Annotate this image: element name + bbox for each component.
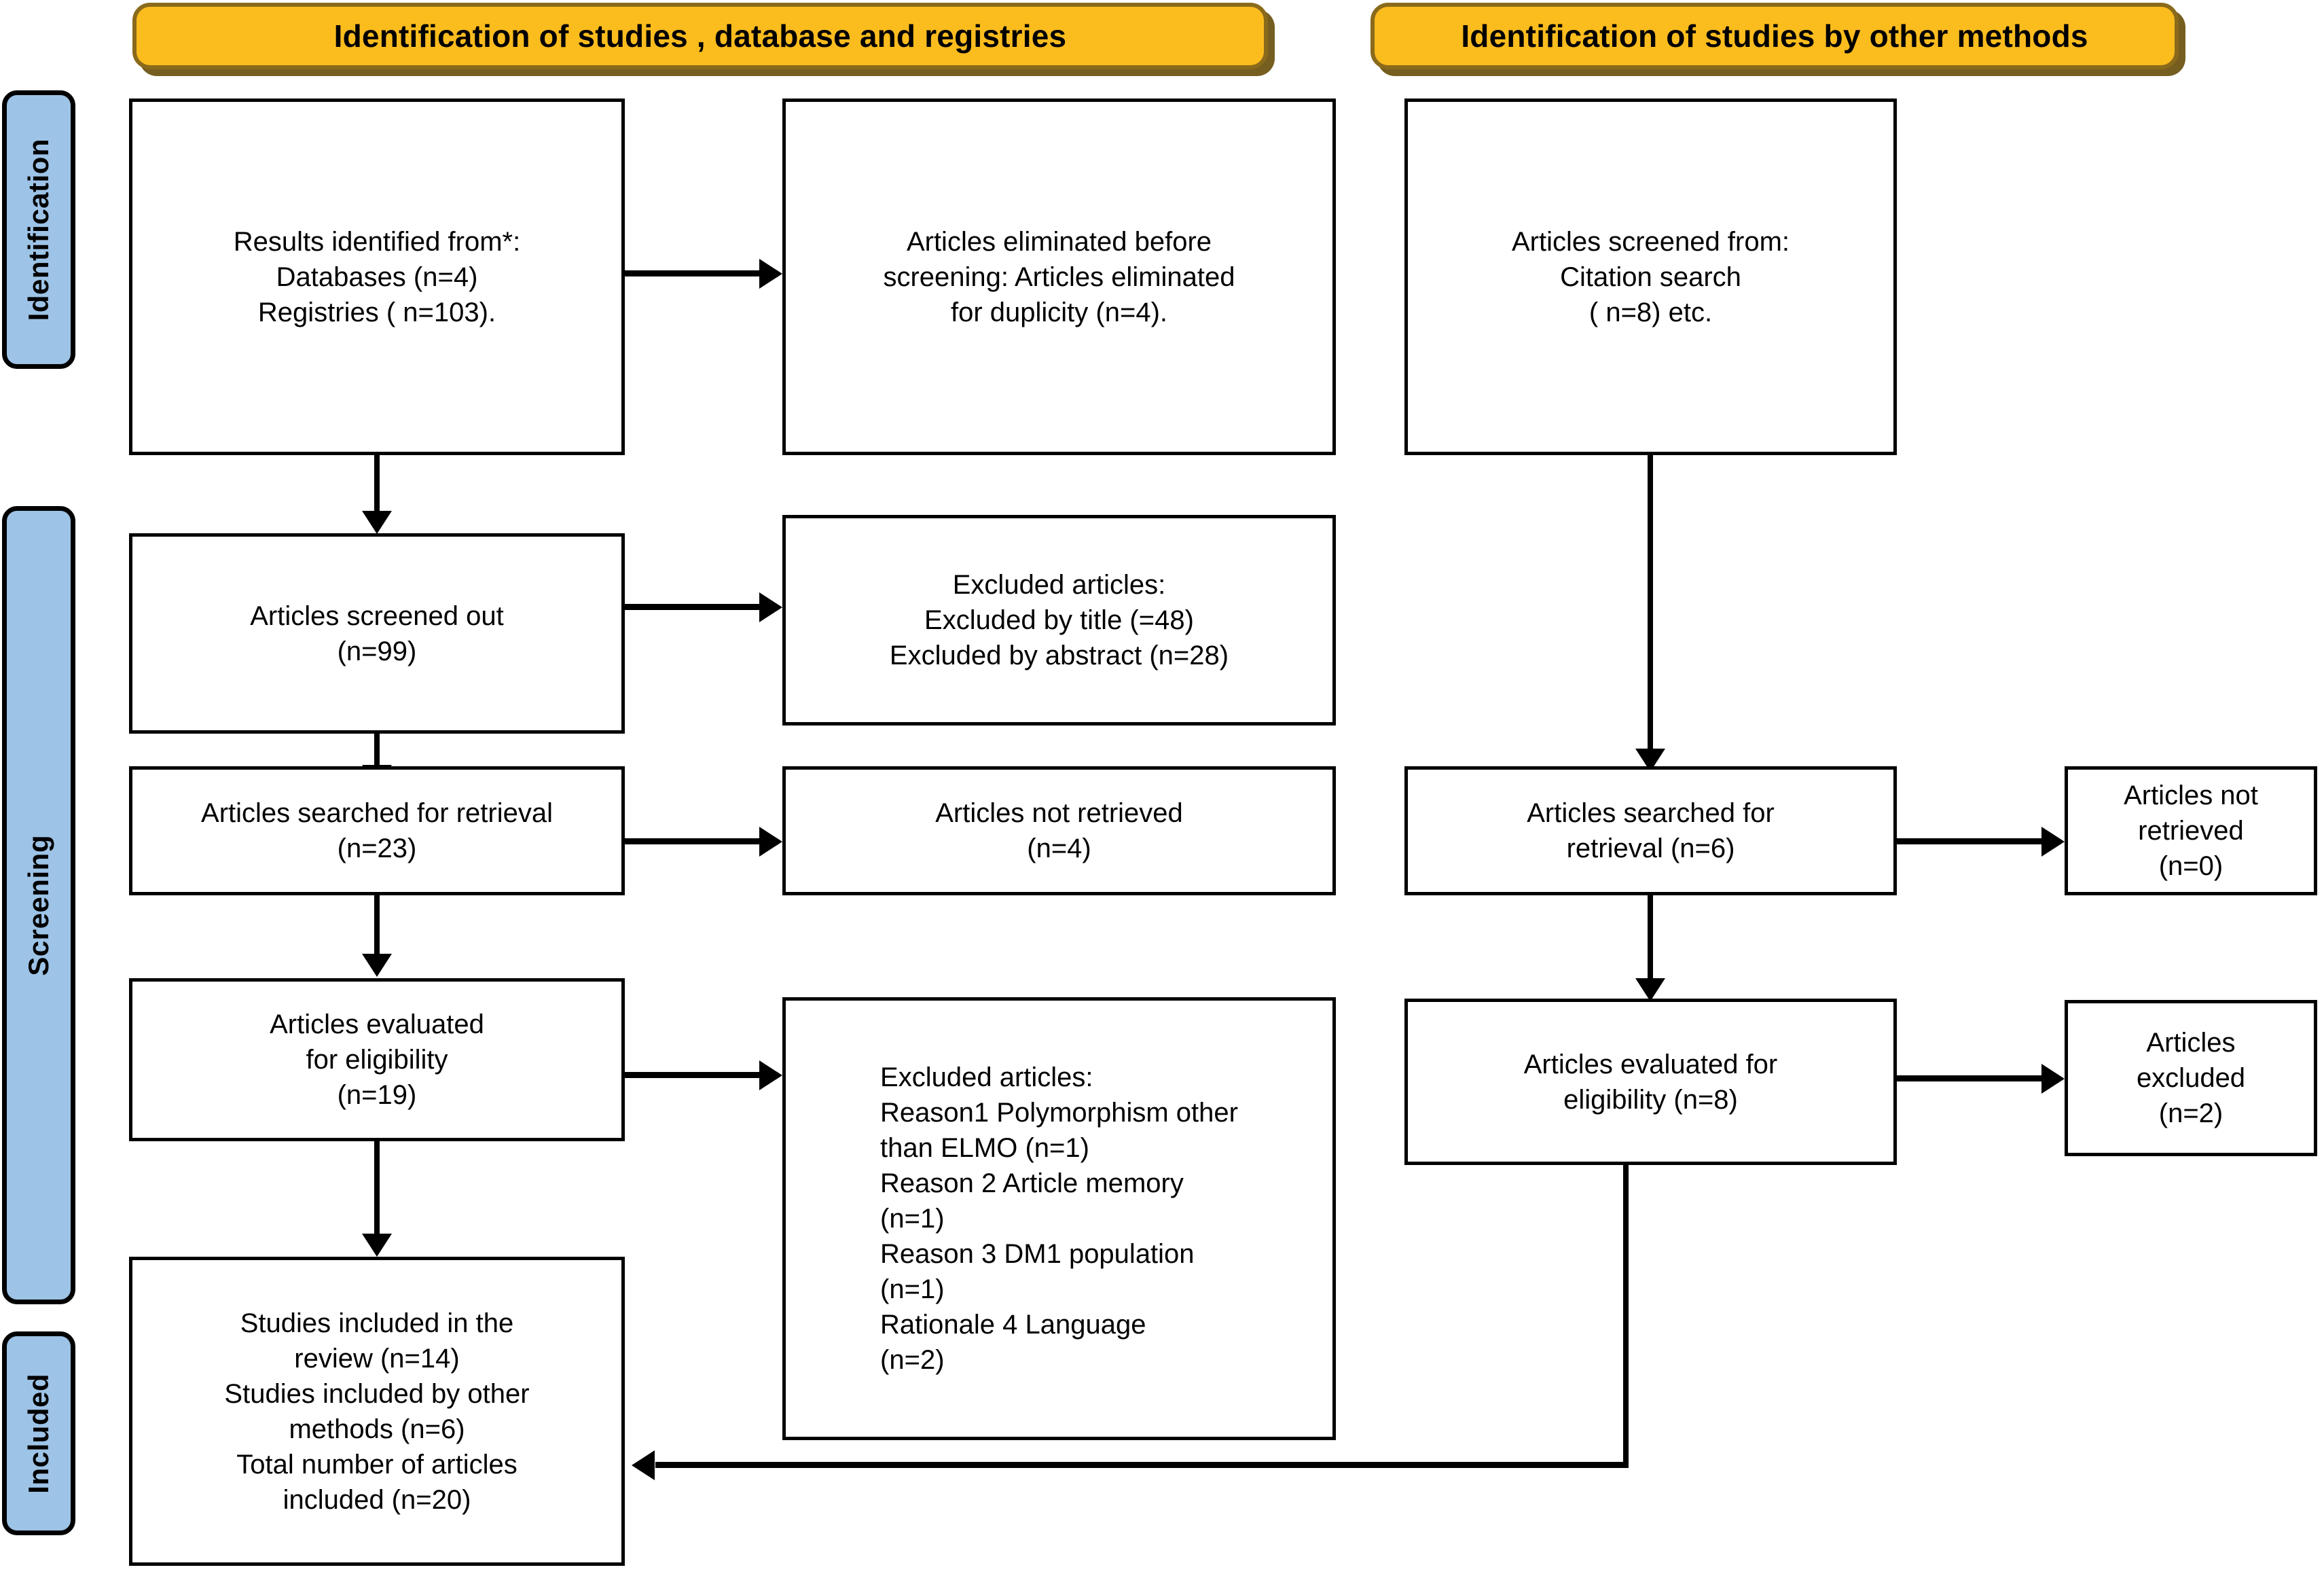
arrowhead-identified-to-eliminated [759,259,782,289]
phase-included-text: Included [22,1373,54,1494]
node-searched-for-retrieval-right: Articles searched for retrieval (n=6) [1404,766,1897,895]
connector-identified-to-screened-out [374,455,380,516]
phase-label-screening: Screening [2,506,75,1304]
node-excluded-articles-reasons-text: Excluded articles: Reason1 Polymorphism … [880,1062,1238,1375]
node-eliminated-before-screening-text: Articles eliminated before screening: Ar… [883,226,1235,327]
node-articles-not-retrieved-right-text: Articles not retrieved (n=0) [2124,781,2258,881]
node-evaluated-eligibility-right: Articles evaluated for eligibility (n=8) [1404,999,1897,1165]
connector-citation-to-retrieval-right [1648,455,1653,754]
connector-retrieval-right-to-not-retrieved [1897,838,2043,844]
connector-eligibility-right-to-excluded [1897,1075,2043,1081]
arrowhead-eligibility-right-to-excluded [2041,1064,2065,1094]
connector-retrieval-left-to-eligibility [374,895,380,960]
connector-identified-to-eliminated [625,270,759,276]
node-articles-screened-out-text: Articles screened out (n=99) [250,601,504,666]
node-articles-screened-from-citation-text: Articles screened from: Citation search … [1511,226,1790,327]
connector-eligibility-right-horizontal-to-included [655,1462,1629,1468]
node-studies-included-text: Studies included in the review (n=14) St… [224,1308,530,1515]
connector-screened-out-to-excluded [625,604,759,610]
arrowhead-identified-to-screened-out [362,511,392,534]
node-articles-screened-out: Articles screened out (n=99) [129,533,625,734]
node-articles-not-retrieved-right: Articles not retrieved (n=0) [2065,766,2317,895]
arrowhead-retrieval-right-to-eligibility [1635,978,1665,1001]
arrowhead-retrieval-right-to-not-retrieved [2041,827,2065,857]
arrowhead-screened-out-to-excluded [759,592,782,622]
node-excluded-title-abstract: Excluded articles: Excluded by title (=4… [782,515,1336,726]
connector-eligibility-left-to-excluded [625,1072,759,1078]
node-results-identified: Results identified from*: Databases (n=4… [129,98,625,455]
arrowhead-eligibility-right-to-included [632,1450,655,1480]
node-excluded-articles-reasons: Excluded articles: Reason1 Polymorphism … [782,997,1336,1440]
node-evaluated-eligibility-left-text: Articles evaluated for eligibility (n=19… [270,1009,484,1110]
node-articles-not-retrieved-left: Articles not retrieved (n=4) [782,766,1336,895]
arrowhead-eligibility-left-to-included [362,1234,392,1257]
phase-label-included: Included [2,1331,75,1535]
node-searched-for-retrieval-left: Articles searched for retrieval (n=23) [129,766,625,895]
arrowhead-retrieval-left-to-not-retrieved [759,827,782,857]
node-evaluated-eligibility-left: Articles evaluated for eligibility (n=19… [129,978,625,1141]
banner-other-methods: Identification of studies by other metho… [1370,3,2179,69]
banner-databases-registries: Identification of studies , database and… [132,3,1268,69]
node-searched-for-retrieval-right-text: Articles searched for retrieval (n=6) [1527,798,1775,863]
connector-retrieval-right-to-eligibility [1648,895,1653,984]
node-articles-excluded-right: Articles excluded (n=2) [2065,1000,2317,1156]
connector-eligibility-left-to-included [374,1141,380,1240]
connector-retrieval-left-to-not-retrieved [625,838,759,844]
node-articles-screened-from-citation: Articles screened from: Citation search … [1404,98,1897,455]
connector-screened-out-to-retrieval [374,734,380,771]
connector-eligibility-right-vertical-to-included [1623,1165,1629,1467]
phase-screening-text: Screening [22,834,54,976]
node-results-identified-text: Results identified from*: Databases (n=4… [233,226,521,327]
node-searched-for-retrieval-left-text: Articles searched for retrieval (n=23) [201,798,553,863]
phase-label-identification: Identification [2,90,75,369]
node-articles-excluded-right-text: Articles excluded (n=2) [2136,1028,2246,1128]
phase-identification-text: Identification [22,138,54,321]
arrowhead-eligibility-left-to-excluded [759,1060,782,1090]
banner-other-methods-label: Identification of studies by other metho… [1461,18,2088,54]
banner-databases-label: Identification of studies , database and… [333,18,1067,54]
arrowhead-retrieval-left-to-eligibility [362,954,392,977]
node-articles-not-retrieved-left-text: Articles not retrieved (n=4) [935,798,1183,863]
node-studies-included: Studies included in the review (n=14) St… [129,1257,625,1566]
node-eliminated-before-screening: Articles eliminated before screening: Ar… [782,98,1336,455]
node-excluded-title-abstract-text: Excluded articles: Excluded by title (=4… [889,570,1229,670]
node-evaluated-eligibility-right-text: Articles evaluated for eligibility (n=8) [1523,1049,1778,1115]
